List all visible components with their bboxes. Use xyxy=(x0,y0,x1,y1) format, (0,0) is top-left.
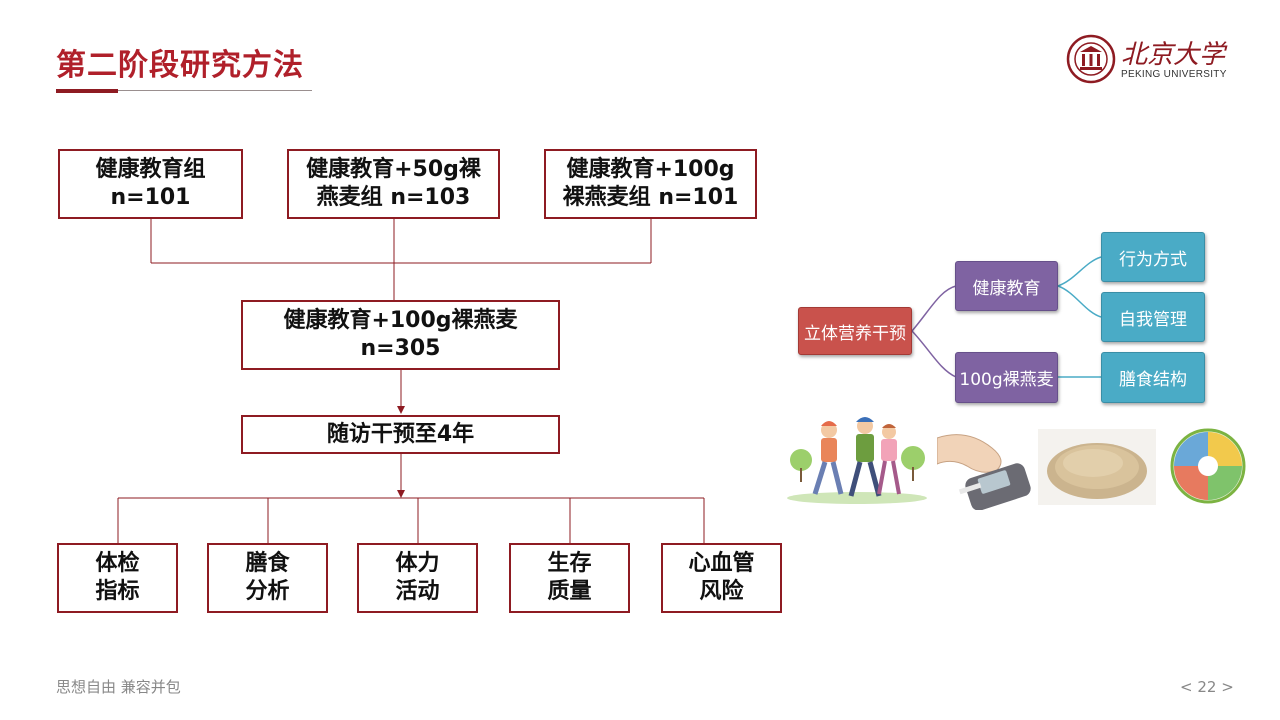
outcome-box-cardiovascular-risk: 心血管风险 xyxy=(661,543,782,613)
dietary-plate-icon xyxy=(1170,428,1246,504)
concept-leaf-label: 自我管理 xyxy=(1119,309,1187,330)
concept-branch-education: 健康教育 xyxy=(955,261,1058,311)
outcome-label: 质量 xyxy=(547,579,592,604)
outcome-box-physical-activity: 体力活动 xyxy=(357,543,478,613)
flowchart-connectors xyxy=(117,218,705,544)
concept-map-curve-right xyxy=(1057,256,1102,378)
glucose-meter-illustration xyxy=(937,434,1031,510)
outcome-box-quality-of-life: 生存质量 xyxy=(509,543,630,613)
merged-count: n=305 xyxy=(360,336,441,361)
group-count: 燕麦组 n=103 xyxy=(316,185,471,210)
concept-leaf-behavior: 行为方式 xyxy=(1101,232,1205,282)
group-label: 健康教育+50g裸 xyxy=(306,157,481,182)
group-count: n=101 xyxy=(110,185,191,210)
outcome-label: 生存 xyxy=(547,551,592,576)
concept-root-box: 立体营养干预 xyxy=(798,307,912,355)
concept-root-label: 立体营养干预 xyxy=(804,323,906,344)
logo-name-chinese: 北京大学 xyxy=(1121,40,1226,70)
outcome-label: 指标 xyxy=(95,579,140,604)
outcome-label: 膳食 xyxy=(245,551,290,576)
concept-leaf-self-management: 自我管理 xyxy=(1101,292,1205,342)
merged-group-box: 健康教育+100g裸燕麦 n=305 xyxy=(241,300,560,370)
title-underline-accent xyxy=(56,89,118,93)
page-number[interactable]: < 22 > xyxy=(1180,678,1234,696)
concept-branch-oat: 100g裸燕麦 xyxy=(955,352,1058,403)
title-underline xyxy=(56,90,312,91)
logo-name-english: PEKING UNIVERSITY xyxy=(1121,69,1227,80)
group-box-education: 健康教育组 n=101 xyxy=(58,149,243,219)
footer-slogan: 思想自由 兼容并包 xyxy=(56,678,181,696)
concept-leaf-label: 膳食结构 xyxy=(1119,370,1187,390)
page-title: 第二阶段研究方法 xyxy=(56,48,304,83)
university-seal-icon xyxy=(1066,34,1116,84)
group-label: 健康教育+100g xyxy=(566,157,735,182)
outcome-box-physical-exam: 体检指标 xyxy=(57,543,178,613)
outcome-label: 体力 xyxy=(395,551,440,576)
group-count: 裸燕麦组 n=101 xyxy=(562,185,739,210)
outcome-label: 分析 xyxy=(245,579,290,604)
followup-label: 随访干预至4年 xyxy=(326,421,475,447)
group-box-50g-oat: 健康教育+50g裸燕麦组 n=103 xyxy=(287,149,500,219)
outcome-label: 体检 xyxy=(95,551,140,576)
outcome-label: 心血管 xyxy=(688,551,755,576)
group-box-100g-oat: 健康教育+100g 裸燕麦组 n=101 xyxy=(544,149,757,219)
followup-box: 随访干预至4年 xyxy=(241,415,560,454)
concept-leaf-label: 行为方式 xyxy=(1119,249,1187,270)
oat-grain-photo xyxy=(1038,429,1156,505)
outcome-box-diet-analysis: 膳食分析 xyxy=(207,543,328,613)
merged-label: 健康教育+100g裸燕麦 xyxy=(283,308,518,333)
outcome-label: 风险 xyxy=(699,579,744,604)
concept-branch-label: 100g裸燕麦 xyxy=(959,370,1054,390)
concept-leaf-diet-structure: 膳食结构 xyxy=(1101,352,1205,403)
outcome-label: 活动 xyxy=(395,579,440,604)
group-label: 健康教育组 xyxy=(95,157,206,182)
concept-branch-label: 健康教育 xyxy=(972,278,1041,299)
walking-people-illustration xyxy=(787,417,927,504)
concept-map-curve-left xyxy=(911,285,957,378)
